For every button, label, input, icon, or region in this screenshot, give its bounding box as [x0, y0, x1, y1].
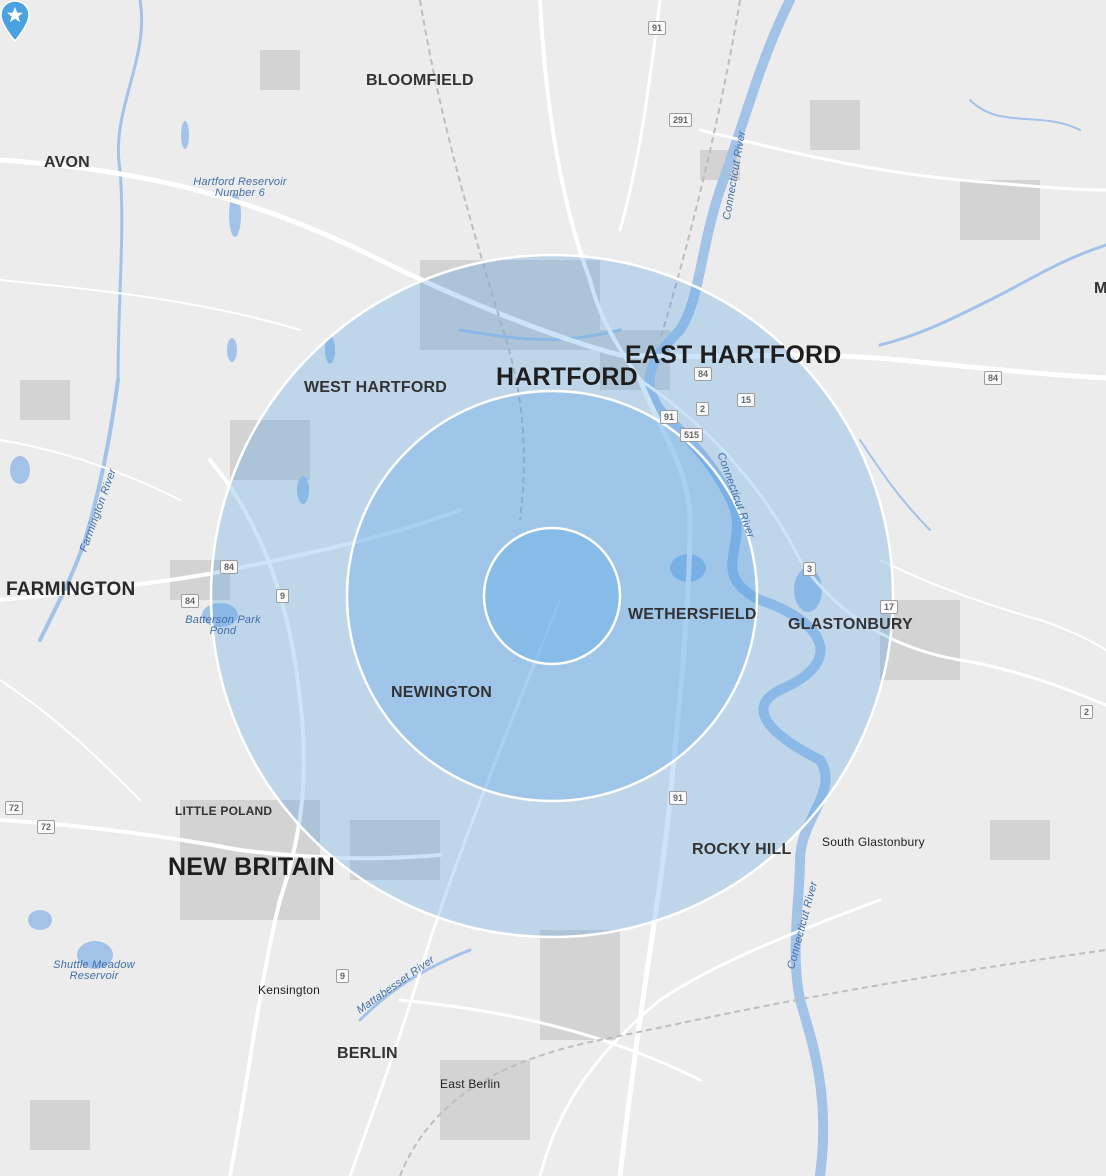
inner-radius-ring	[482, 526, 622, 666]
label-east-berlin: East Berlin	[440, 1077, 501, 1091]
label-batterson-park-pond: Batterson Park Pond	[185, 614, 261, 637]
label-little-poland: LITTLE POLAND	[175, 804, 273, 818]
rivers	[38, 0, 1106, 1176]
label-rocky-hill: ROCKY HILL	[692, 841, 792, 858]
label-farmington: FARMINGTON	[6, 579, 136, 600]
label-new-britain: NEW BRITAIN	[168, 853, 335, 881]
highway-shield: 72	[5, 801, 24, 815]
highway-shield: 515	[680, 428, 704, 442]
middle-radius-ring	[345, 389, 759, 803]
label-hartford-reservoir: Hartford Reservoir Number 6	[193, 176, 287, 199]
label-berlin: BERLIN	[337, 1045, 398, 1062]
highway-shield: 9	[276, 589, 290, 603]
label-shuttle-meadow-reservoir: Shuttle Meadow Reservoir	[53, 959, 135, 982]
highway-shield: 84	[220, 560, 239, 574]
highway-shield: 17	[880, 600, 899, 614]
water-bodies	[10, 121, 822, 969]
highway-shield: 3	[803, 562, 817, 576]
label-kensington: Kensington	[258, 983, 321, 997]
highway-shield: 91	[660, 410, 679, 424]
label-avon: AVON	[44, 154, 90, 171]
highway-shield: 9	[336, 969, 350, 983]
highway-shield: 91	[648, 21, 667, 35]
highway-shield: 72	[37, 820, 56, 834]
highway-shield: 291	[669, 113, 693, 127]
highway-shield: 91	[669, 791, 688, 805]
highway-shield: 84	[181, 594, 200, 608]
highway-shield: 84	[694, 367, 713, 381]
radius-rings	[209, 253, 895, 939]
label-m: M	[1094, 280, 1106, 297]
highway-shield: 2	[1080, 705, 1094, 719]
label-hartford: HARTFORD	[496, 363, 638, 391]
label-bloomfield: BLOOMFIELD	[366, 72, 474, 89]
highway-shield: 15	[737, 393, 756, 407]
label-west-hartford: WEST HARTFORD	[304, 379, 448, 396]
railways	[399, 0, 1106, 1176]
label-wethersfield: WETHERSFIELD	[628, 606, 757, 623]
location-pin-star-icon[interactable]	[0, 0, 30, 42]
label-glastonbury: GLASTONBURY	[788, 616, 913, 633]
label-newington: NEWINGTON	[391, 684, 493, 701]
highway-shield: 2	[696, 402, 710, 416]
label-east-hartford: EAST HARTFORD	[625, 341, 842, 369]
highway-shield: 84	[984, 371, 1003, 385]
label-south-glastonbury: South Glastonbury	[822, 835, 925, 849]
outer-radius-ring	[209, 253, 895, 939]
